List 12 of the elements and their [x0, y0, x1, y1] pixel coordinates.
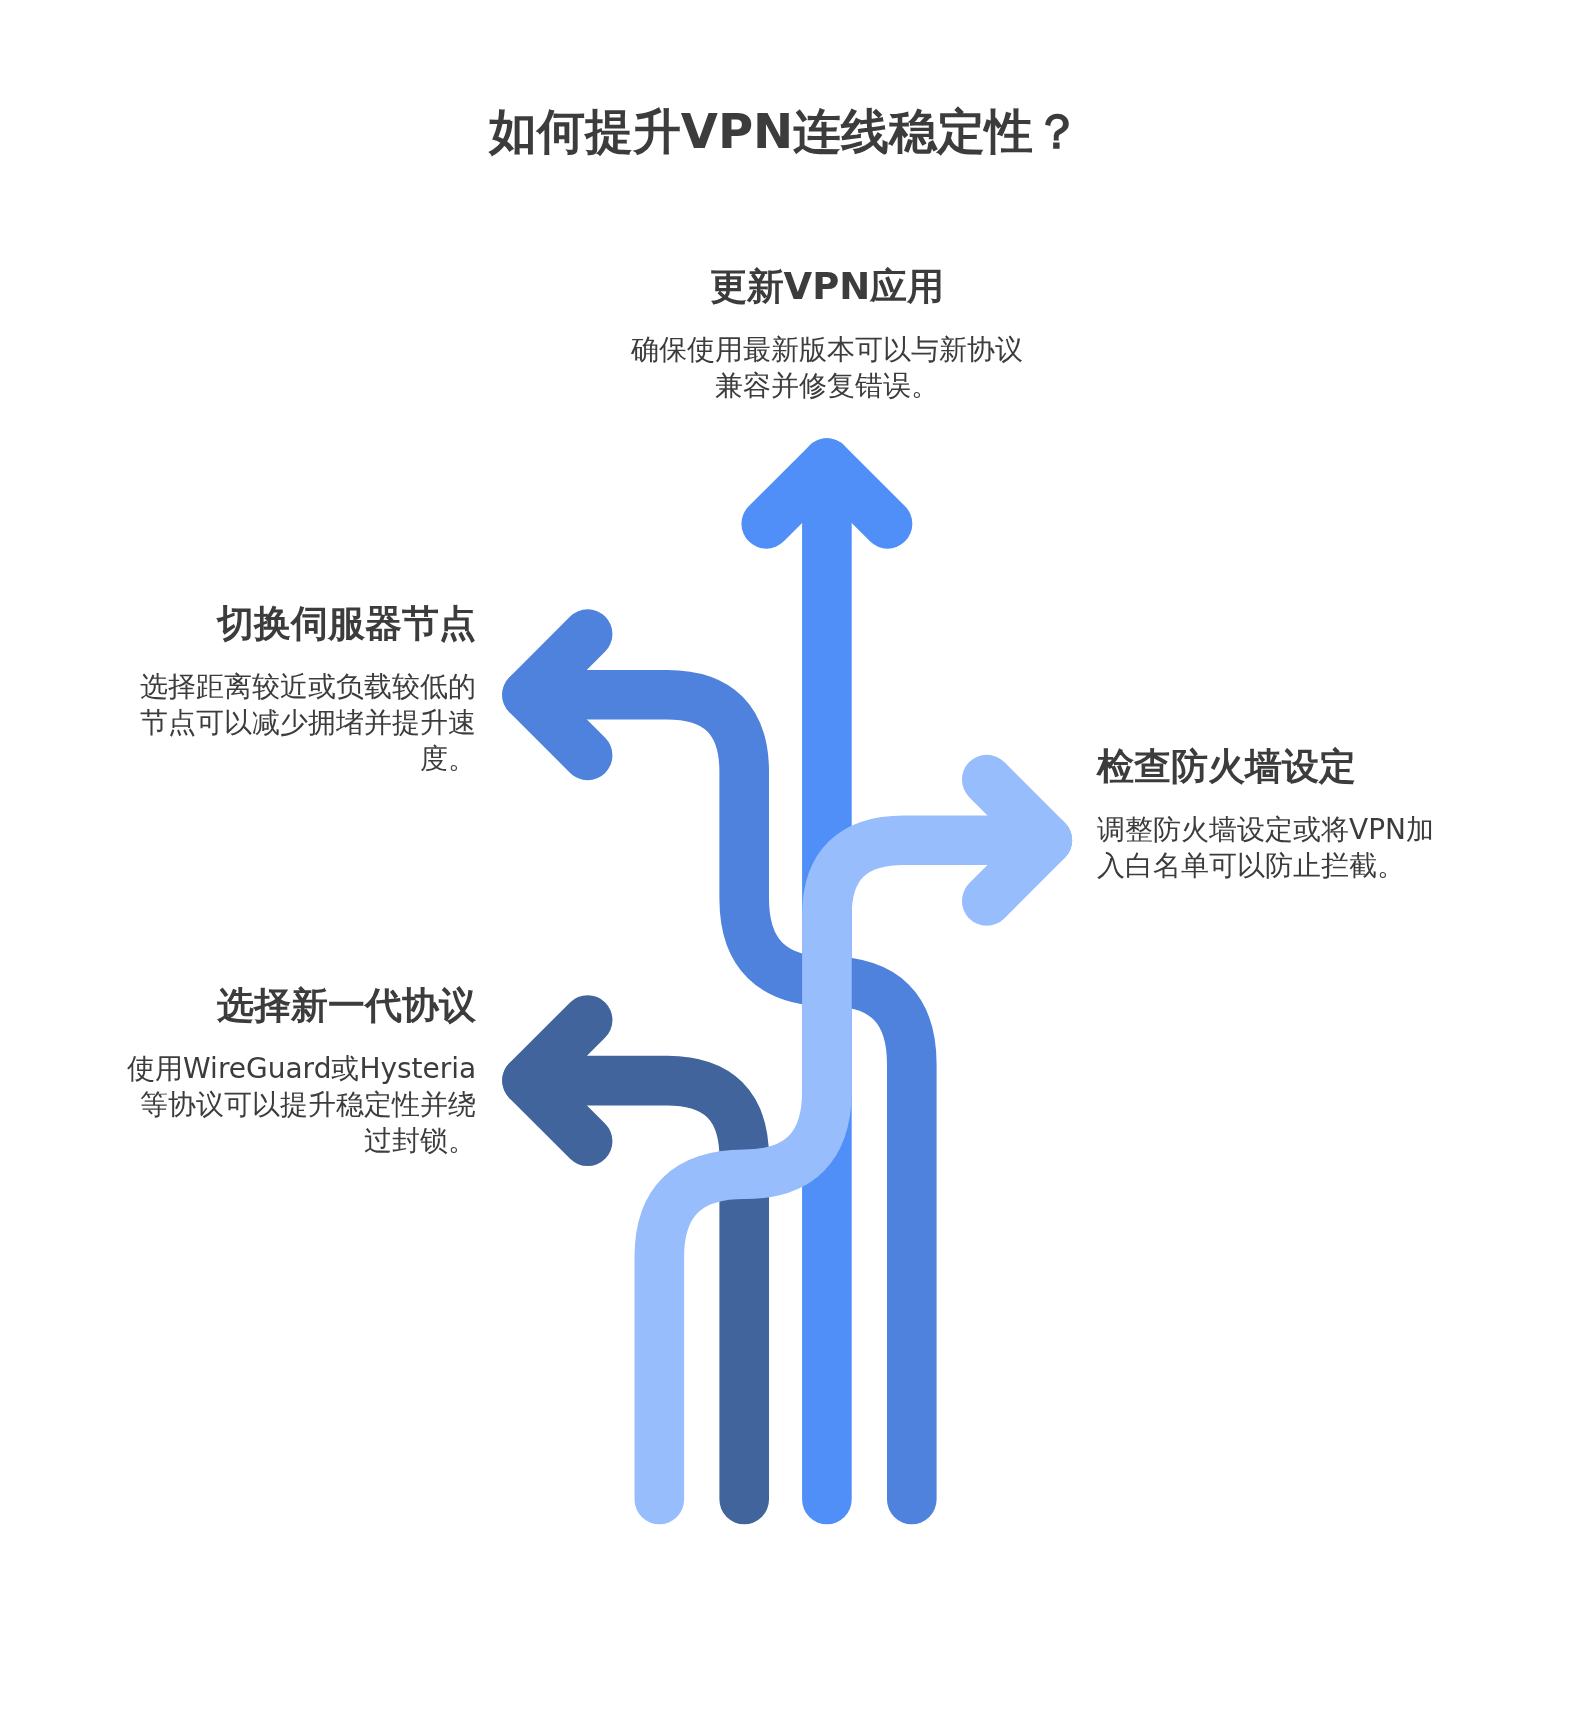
- arrow: [502, 995, 769, 1525]
- diagram-title: 如何提升VPN连线稳定性？: [487, 102, 1083, 161]
- step-description: 选择距离较近或负载较低的节点可以减少拥堵并提升速度。: [139, 668, 477, 777]
- step-heading: 选择新一代协议: [216, 983, 477, 1030]
- arrow: [502, 609, 937, 1525]
- step-description: 调整防火墙设定或将VPN加入白名单可以防止拦截。: [1097, 812, 1435, 884]
- step-heading: 检查防火墙设定: [1097, 744, 1357, 790]
- step-description: 使用WireGuard或Hysteria等协议可以提升稳定性并绕过封锁。: [126, 1051, 477, 1160]
- step-heading: 更新VPN应用: [708, 264, 946, 311]
- arrow: [634, 754, 1073, 1525]
- step-heading: 切换伺服器节点: [215, 600, 477, 647]
- step-description: 确保使用最新版本可以与新协议兼容并修复错误。: [629, 332, 1024, 405]
